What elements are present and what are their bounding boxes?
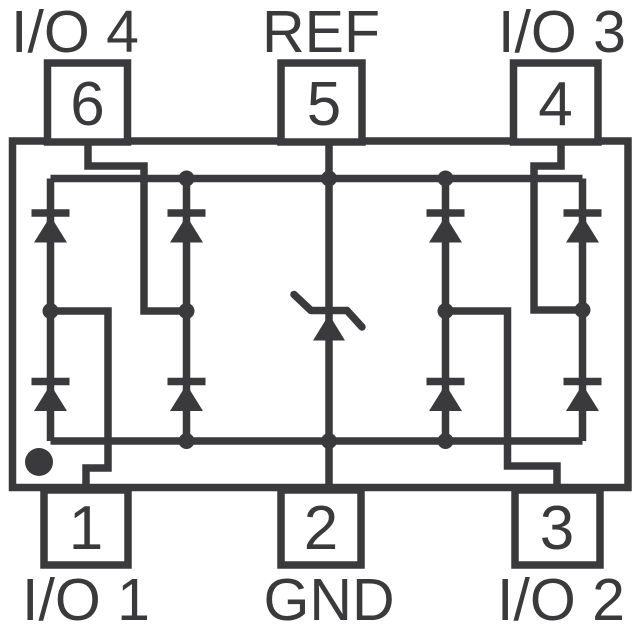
pin-6-label: I/O 4: [11, 0, 139, 65]
pin-4-number: 4: [538, 70, 572, 139]
junction-dot: [42, 303, 59, 319]
pin-4-wire: [530, 141, 583, 314]
pin-1-wire: [50, 307, 112, 489]
pin-1-label: I/O 1: [22, 567, 150, 633]
junction-dot: [437, 170, 454, 187]
pin-2-label: GND: [263, 567, 394, 633]
junction-dot: [574, 302, 591, 318]
pin-2-number: 2: [304, 494, 338, 563]
pin-4-label: I/O 3: [498, 0, 626, 65]
pin-4-box: [509, 59, 602, 146]
pin-3-wire: [445, 307, 561, 489]
diode-2-lower-triangle: [170, 384, 203, 411]
zener-cathode-bar: [290, 290, 366, 331]
pin-1-indicator-dot: [25, 448, 53, 476]
text-work: I/O 4 REF I/O 3 6 5 4 1 2 3 I/O 1 GND I/…: [11, 0, 626, 633]
diode-3-lower-triangle: [429, 384, 462, 411]
junction-dot: [437, 433, 454, 449]
diode-1-lower-triangle: [34, 384, 67, 411]
pin-3-box: [511, 486, 604, 569]
pin-1-number: 1: [69, 494, 103, 563]
diode-4-lower-triangle: [566, 384, 599, 411]
junction-dot: [437, 303, 454, 319]
pin-5-label: REF: [262, 0, 380, 65]
pin-2-box: [277, 486, 365, 569]
diode-1-upper-triangle: [34, 216, 67, 243]
junction-dot: [321, 170, 337, 187]
junction-dot: [321, 433, 337, 449]
diode-3-upper-triangle: [429, 216, 462, 243]
junction-dot: [178, 303, 195, 319]
pin-5-number: 5: [307, 70, 341, 139]
junction-dot: [178, 433, 195, 449]
junction-dot: [178, 170, 195, 187]
pin-6-wire: [84, 141, 187, 315]
fill-work: [25, 170, 599, 476]
pin-5-box: [277, 59, 366, 146]
pin-3-label: I/O 2: [497, 567, 625, 633]
pin-6-number: 6: [70, 70, 104, 139]
diode-4-upper-triangle: [566, 216, 599, 243]
pin-1-box: [40, 486, 132, 569]
diode-2-upper-triangle: [170, 216, 203, 243]
zener-triangle: [313, 314, 345, 341]
pin-3-number: 3: [540, 494, 574, 563]
